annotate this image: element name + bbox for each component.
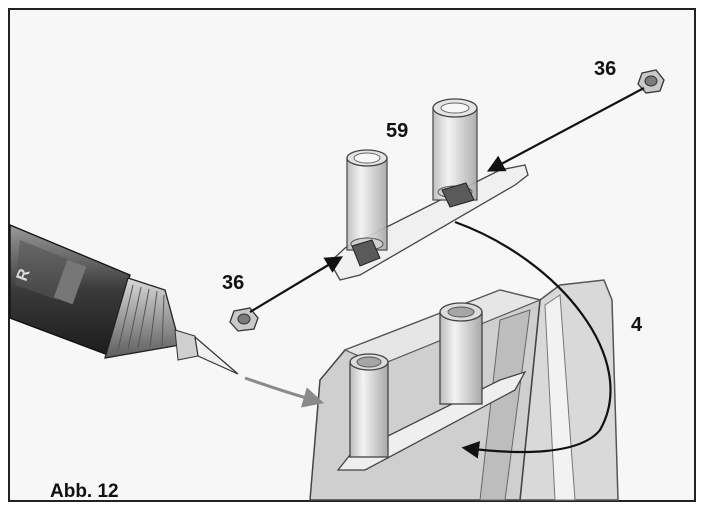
base-groove — [479, 309, 531, 501]
arrow-nut-left — [249, 256, 344, 313]
base-cylinder-left — [349, 361, 389, 458]
tube-nozzle-thread — [174, 329, 199, 361]
callout-4: 4 — [631, 314, 643, 336]
arrow-upper-to-base — [454, 220, 612, 459]
upper-part — [329, 98, 529, 281]
callout-59: 59 — [386, 120, 409, 142]
nut-top-right — [637, 69, 665, 94]
base-cylinder-right — [439, 311, 483, 405]
upper-cylinder-left — [346, 157, 388, 251]
figure-caption: Abb. 12 — [50, 481, 119, 502]
glue-tube: R — [9, 224, 239, 375]
tube-nozzle — [194, 335, 239, 375]
callout-36-left: 36 — [222, 272, 245, 294]
arrow-glue — [244, 376, 325, 408]
callout-36-top: 36 — [594, 58, 617, 80]
arrow-nut-right — [486, 87, 645, 172]
upper-plate — [329, 164, 529, 281]
nut-left — [229, 307, 259, 332]
upper-cylinder-right — [432, 107, 478, 201]
nut-seat-right — [441, 182, 475, 208]
base-part — [309, 279, 619, 501]
base-right-stripe — [544, 294, 576, 501]
nut-seat-left — [351, 239, 381, 267]
